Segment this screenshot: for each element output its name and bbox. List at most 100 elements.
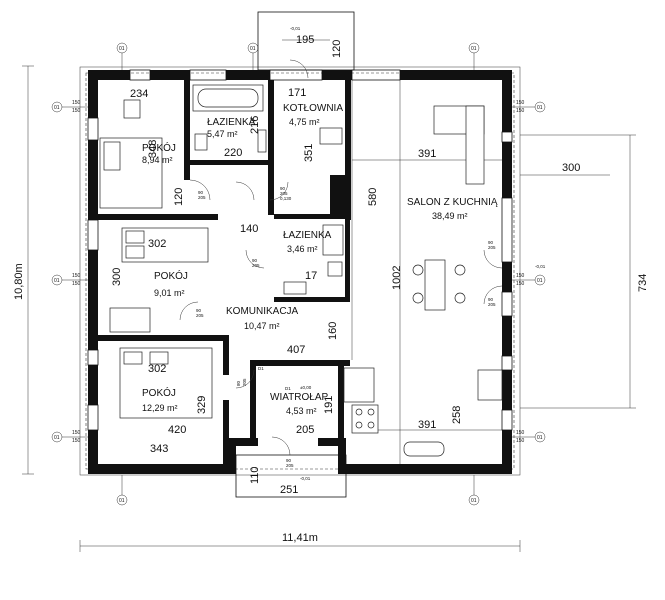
room-6-area: 9,01 m² bbox=[154, 288, 185, 298]
room-7-name: KOMUNIKACJA bbox=[226, 306, 299, 317]
svg-text:120: 120 bbox=[173, 188, 185, 206]
svg-text:300: 300 bbox=[111, 268, 123, 286]
room-4-name: SALON Z KUCHNIĄ bbox=[407, 197, 498, 208]
top-porch: 195 120 -0,01 bbox=[257, 11, 355, 71]
svg-text:90: 90 bbox=[280, 186, 286, 191]
svg-text:1002: 1002 bbox=[391, 266, 403, 290]
svg-text:01: 01 bbox=[537, 435, 543, 441]
svg-text:01: 01 bbox=[471, 46, 477, 52]
svg-text:-0,01: -0,01 bbox=[535, 264, 546, 269]
svg-text:258: 258 bbox=[451, 406, 463, 424]
svg-text:01: 01 bbox=[537, 105, 543, 111]
svg-text:01: 01 bbox=[119, 46, 125, 52]
room-1-area: 8,94 m² bbox=[142, 155, 173, 165]
svg-text:160: 160 bbox=[327, 322, 339, 340]
svg-text:0,130: 0,130 bbox=[280, 196, 292, 201]
svg-text:205: 205 bbox=[196, 313, 204, 318]
svg-text:150: 150 bbox=[516, 100, 525, 106]
svg-text:251: 251 bbox=[280, 484, 298, 496]
room-6-name: POKÓJ bbox=[154, 269, 188, 282]
svg-text:205: 205 bbox=[242, 378, 247, 386]
room-labels: POKÓJ 8,94 m² ŁAZIENKA 5,47 m² KOTŁOWNIA… bbox=[142, 103, 498, 416]
svg-text:01: 01 bbox=[54, 105, 60, 111]
room-5-name: ŁAZIENKA bbox=[283, 230, 332, 241]
room-2-name: ŁAZIENKA bbox=[207, 117, 256, 128]
svg-text:80: 80 bbox=[236, 380, 241, 386]
svg-text:150: 150 bbox=[72, 273, 81, 279]
svg-text:234: 234 bbox=[130, 88, 148, 100]
svg-text:391: 391 bbox=[418, 419, 436, 431]
room-2-area: 5,47 m² bbox=[207, 129, 238, 139]
svg-text:-0,01: -0,01 bbox=[300, 476, 311, 481]
svg-text:191: 191 bbox=[323, 396, 335, 414]
svg-text:150: 150 bbox=[72, 281, 81, 287]
svg-text:90: 90 bbox=[488, 297, 494, 302]
svg-text:348: 348 bbox=[147, 140, 159, 158]
overall-width-label: 11,41m bbox=[282, 532, 318, 544]
svg-text:391: 391 bbox=[418, 148, 436, 160]
svg-text:302: 302 bbox=[148, 238, 166, 250]
sink-icon bbox=[403, 441, 445, 457]
room-5-area: 3,46 m² bbox=[287, 244, 318, 254]
overall-height-dimension: 10,80m bbox=[13, 65, 34, 475]
svg-text:90: 90 bbox=[196, 308, 202, 313]
svg-text:D1: D1 bbox=[285, 386, 291, 391]
overall-width-dimension: 11,41m bbox=[79, 532, 521, 552]
axis-marks-left: 01 150 150 01 150 150 01 150 150 bbox=[51, 100, 90, 444]
room-4-area: 38,49 m² bbox=[432, 211, 468, 221]
svg-text:220: 220 bbox=[224, 147, 242, 159]
doors bbox=[179, 59, 503, 456]
svg-text:302: 302 bbox=[148, 363, 166, 375]
dimension-734: 734 bbox=[520, 134, 649, 409]
svg-text:01: 01 bbox=[471, 498, 477, 504]
svg-text:205: 205 bbox=[488, 302, 496, 307]
svg-text:01: 01 bbox=[537, 278, 543, 284]
svg-text:17: 17 bbox=[305, 270, 317, 282]
svg-text:205: 205 bbox=[296, 424, 314, 436]
room-3-name: KOTŁOWNIA bbox=[283, 103, 343, 114]
svg-text:171: 171 bbox=[288, 87, 306, 99]
room-9-name: WIATROŁAP bbox=[270, 392, 328, 403]
svg-text:150: 150 bbox=[72, 108, 81, 114]
svg-text:±0,00: ±0,00 bbox=[300, 385, 312, 390]
exterior-walls bbox=[88, 70, 512, 474]
svg-text:150: 150 bbox=[516, 281, 525, 287]
svg-text:150: 150 bbox=[516, 430, 525, 436]
svg-text:D1: D1 bbox=[258, 366, 264, 371]
svg-text:150: 150 bbox=[72, 430, 81, 436]
svg-text:205: 205 bbox=[280, 191, 288, 196]
axis-marks-bottom: 01 01 bbox=[116, 475, 480, 506]
axis-marks-right: 01 150 150 01 150 150 01 150 150 bbox=[512, 100, 546, 444]
svg-text:216: 216 bbox=[249, 116, 261, 134]
svg-text:90: 90 bbox=[252, 258, 258, 263]
room-8-area: 12,29 m² bbox=[142, 403, 178, 413]
svg-text:150: 150 bbox=[72, 438, 81, 444]
svg-text:205: 205 bbox=[488, 245, 496, 250]
dimension-labels: 171 234 216 348 220 351 391 120 580 140 … bbox=[111, 87, 463, 455]
svg-text:01: 01 bbox=[54, 278, 60, 284]
svg-text:120: 120 bbox=[331, 40, 343, 58]
svg-text:205: 205 bbox=[198, 195, 206, 200]
svg-text:407: 407 bbox=[287, 344, 305, 356]
svg-text:01: 01 bbox=[250, 46, 256, 52]
svg-text:90: 90 bbox=[198, 190, 204, 195]
dining-table-icon bbox=[424, 259, 446, 311]
svg-text:90: 90 bbox=[286, 458, 292, 463]
svg-text:734: 734 bbox=[637, 274, 649, 292]
room-3-area: 4,75 m² bbox=[289, 117, 320, 127]
svg-text:205: 205 bbox=[252, 263, 260, 268]
svg-text:351: 351 bbox=[303, 144, 315, 162]
bottom-porch: 251 110 -0,01 bbox=[235, 454, 347, 498]
svg-text:150: 150 bbox=[516, 438, 525, 444]
svg-text:01: 01 bbox=[54, 435, 60, 441]
svg-text:90: 90 bbox=[488, 240, 494, 245]
svg-text:580: 580 bbox=[367, 188, 379, 206]
svg-text:420: 420 bbox=[168, 424, 186, 436]
room-1-name: POKÓJ bbox=[142, 141, 176, 154]
svg-text:-0,01: -0,01 bbox=[290, 26, 301, 31]
svg-text:195: 195 bbox=[296, 34, 314, 46]
room-9-area: 4,53 m² bbox=[286, 406, 317, 416]
furniture bbox=[99, 84, 503, 457]
svg-text:343: 343 bbox=[150, 443, 168, 455]
